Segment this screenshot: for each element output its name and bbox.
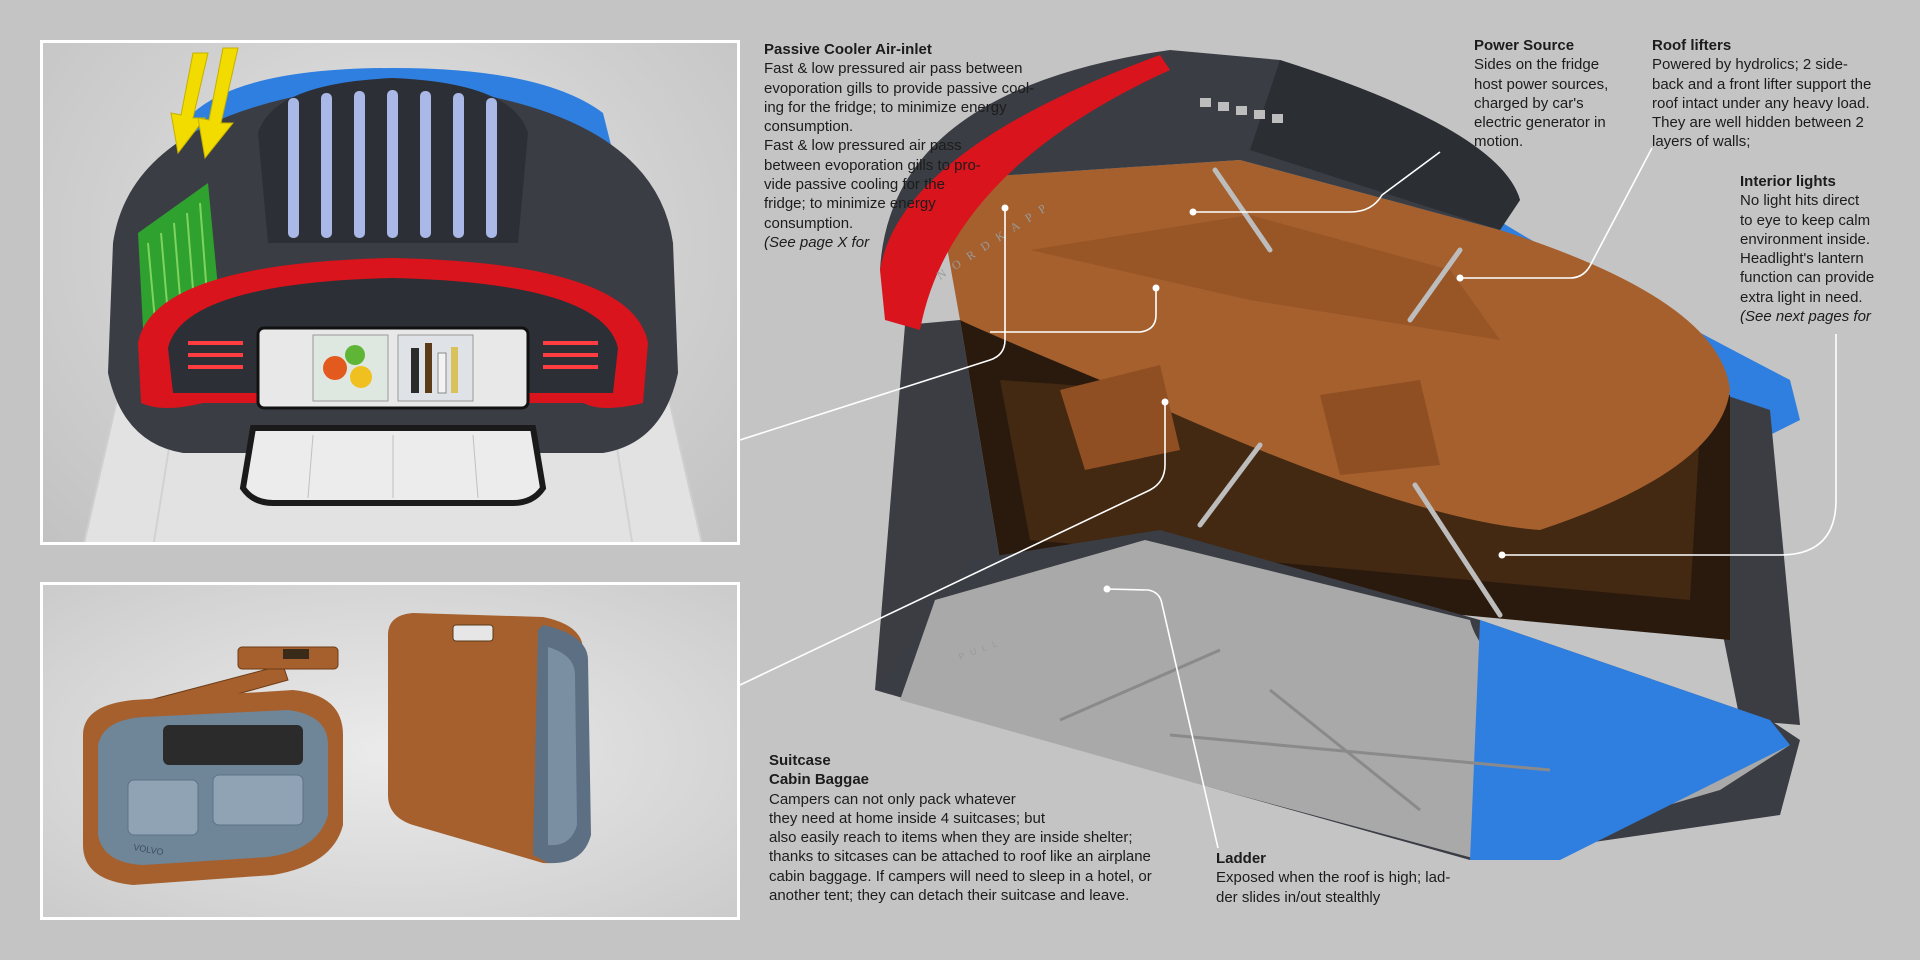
callout-power-source-body: Sides on the fridge host power sources, … — [1474, 56, 1609, 151]
callout-power-source: Power Source Sides on the fridge host po… — [1474, 36, 1634, 152]
callout-roof-lifters: Roof lifters Powered by hydrolics; 2 sid… — [1652, 36, 1892, 152]
roof-vent-slats — [288, 90, 497, 238]
suitcase-illustration: VOLVO — [83, 613, 591, 885]
callout-passive-cooler-title: Passive Cooler Air-inlet — [764, 41, 932, 58]
suitcase-panel: VOLVO — [40, 582, 740, 920]
callout-ladder-title: Ladder — [1216, 850, 1267, 867]
roof-box-front-view-panel — [40, 40, 740, 545]
callout-suitcase-body: Campers can not only pack whatever they … — [769, 790, 1152, 905]
closed-suitcase — [388, 613, 591, 864]
callout-roof-lifters-title: Roof lifters — [1652, 37, 1732, 54]
callout-passive-cooler-body: Fast & low pressured air pass between ev… — [764, 60, 1035, 232]
callout-suitcase-subtitle: Cabin Baggae — [769, 771, 870, 789]
callout-ladder: Ladder Exposed when the roof is high; la… — [1216, 849, 1486, 907]
callout-power-source-title: Power Source — [1474, 37, 1575, 54]
roof-box-front-illustration — [83, 47, 703, 542]
callout-passive-cooler-ref: (See page X for — [764, 233, 870, 251]
callout-interior-lights: Interior lights No light hits direct to … — [1740, 172, 1915, 326]
callout-interior-lights-title: Interior lights — [1740, 173, 1836, 190]
callout-ladder-body: Exposed when the roof is high; lad- der … — [1216, 869, 1451, 906]
callout-interior-lights-ref: (See next pages for — [1740, 308, 1871, 326]
callout-interior-lights-body: No light hits direct to eye to keep calm… — [1740, 192, 1875, 306]
open-suitcase: VOLVO — [83, 646, 343, 885]
callout-suitcase: Suitcase Cabin Baggae Campers can not on… — [769, 751, 1189, 905]
callout-suitcase-title: Suitcase — [769, 752, 831, 769]
callout-roof-lifters-body: Powered by hydrolics; 2 side- back and a… — [1652, 56, 1872, 151]
control-icon-strip — [1200, 98, 1283, 123]
callout-passive-cooler: Passive Cooler Air-inlet Fast & low pres… — [764, 40, 1064, 252]
